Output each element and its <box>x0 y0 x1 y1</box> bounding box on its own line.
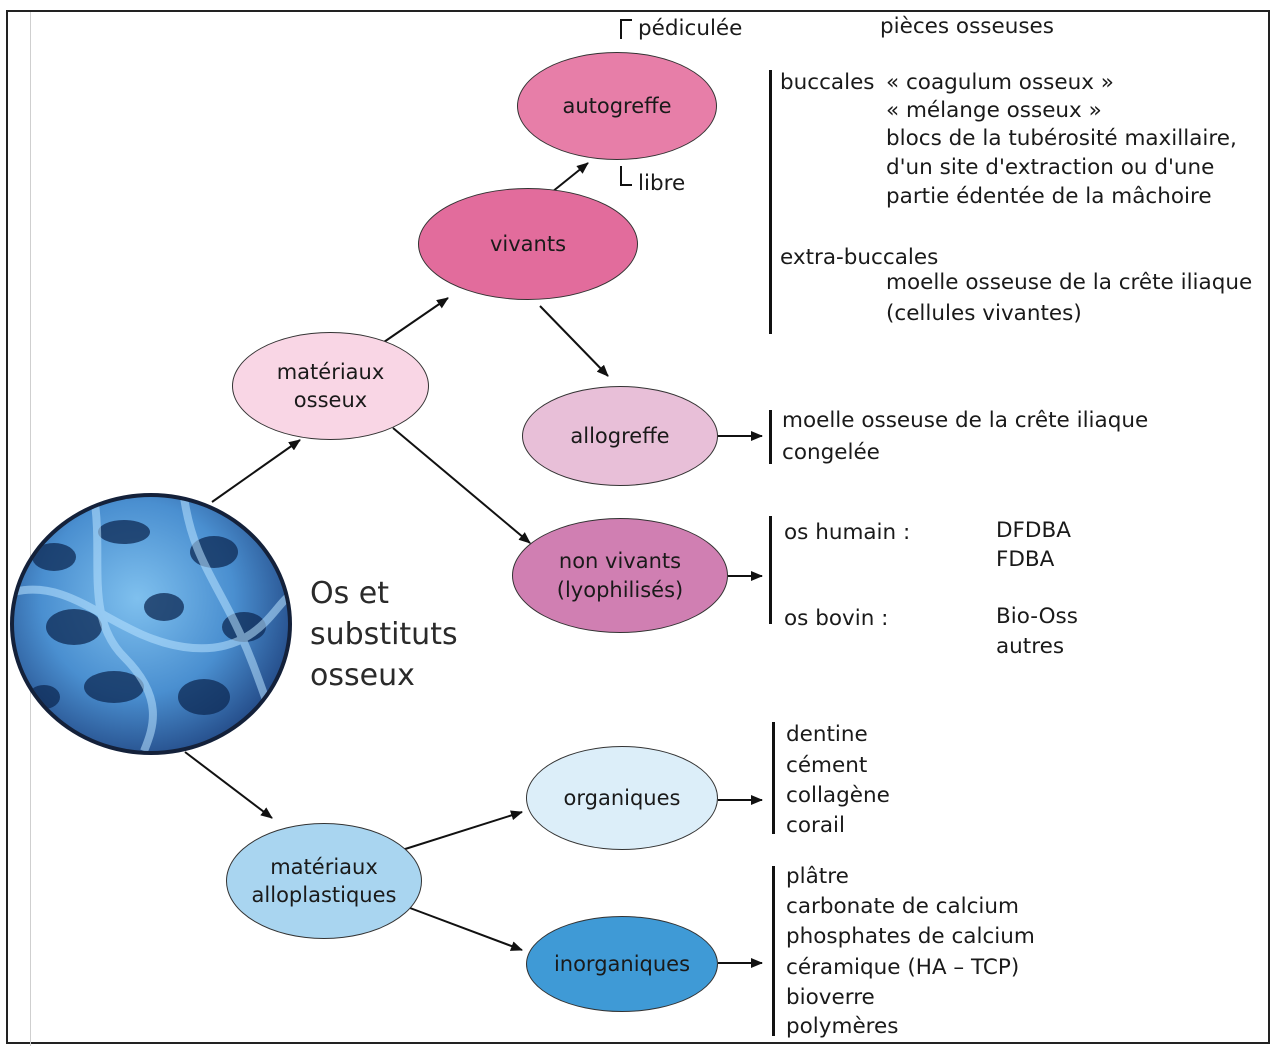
organiques-item-1: dentine <box>786 722 868 747</box>
node-label: organiques <box>563 785 681 810</box>
node-label-line: matériaux <box>276 359 385 384</box>
inorganiques-item-2: carbonate de calcium <box>786 894 1019 919</box>
bone-texture-icon <box>14 497 288 751</box>
bracket-inorganiques <box>772 866 775 1036</box>
node-label-line: (lyophilisés) <box>556 577 684 602</box>
label-pediculee: pédiculée <box>638 16 743 41</box>
label-os-bovin: os bovin : <box>784 606 889 631</box>
buccales-item-1: « coagulum osseux » <box>886 70 1114 95</box>
node-label-line: alloplastiques <box>251 883 397 907</box>
humain-item-1: DFDBA <box>996 518 1071 543</box>
arrow-bubble-to-alloplastiques <box>184 751 273 819</box>
inorganiques-item-6: polymères <box>786 1014 899 1039</box>
node-materiaux-alloplastiques: matériaux alloplastiques <box>226 823 422 939</box>
organiques-item-4: corail <box>786 813 845 838</box>
extra-item-2: (cellules vivantes) <box>886 301 1082 326</box>
bracket-allogreffe <box>769 410 772 464</box>
inorganiques-item-1: plâtre <box>786 864 849 889</box>
title-line-1: Os et <box>310 576 389 611</box>
node-inorganiques: inorganiques <box>526 916 718 1012</box>
node-vivants: vivants <box>418 188 638 300</box>
title-line-2: substituts <box>310 616 458 652</box>
arrow-alloplastiques-to-inorganiques <box>409 907 523 951</box>
buccales-item-5: partie édentée de la mâchoire <box>886 184 1212 209</box>
bracket-non-vivants <box>769 516 772 624</box>
arrow-vivants-to-allogreffe <box>539 305 609 377</box>
label-libre: libre <box>638 171 686 196</box>
header-pieces-osseuses: pièces osseuses <box>880 14 1054 39</box>
organiques-item-3: collagène <box>786 783 890 808</box>
label-buccales: buccales <box>780 70 875 95</box>
node-non-vivants: non vivants (lyophilisés) <box>512 518 728 633</box>
allogreffe-item-1: moelle osseuse de la crête iliaque <box>782 408 1149 433</box>
buccales-item-4: d'un site d'extraction ou d'une <box>886 155 1215 180</box>
node-materiaux-osseux: matériaux osseux <box>232 332 429 440</box>
node-label-line: osseux <box>293 388 368 412</box>
label-extra-buccales: extra-buccales <box>780 245 939 270</box>
buccales-item-3: blocs de la tubérosité maxillaire, <box>886 126 1237 151</box>
node-allogreffe: allogreffe <box>522 386 718 486</box>
arrow-bubble-to-osseux <box>211 439 301 503</box>
label-os-humain: os humain : <box>784 520 911 545</box>
arrow-vivants-to-autogreffe <box>551 162 589 193</box>
bone-micrograph-image <box>10 493 292 755</box>
tick-pediculee: pédiculée <box>620 14 742 44</box>
tick-libre: libre <box>620 166 685 199</box>
node-label: autogreffe <box>562 93 672 118</box>
bovin-item-2: autres <box>996 634 1065 659</box>
organiques-item-2: cément <box>786 753 868 778</box>
node-label: inorganiques <box>553 951 691 976</box>
extra-item-1: moelle osseuse de la crête iliaque <box>886 270 1253 295</box>
arrow-osseux-to-vivants <box>383 297 449 343</box>
arrow-alloplastiques-to-organiques <box>401 810 523 851</box>
bracket-autogreffe <box>769 70 772 334</box>
figure-frame <box>6 10 1270 1044</box>
node-autogreffe: autogreffe <box>517 52 717 160</box>
scan-edge-line <box>30 12 31 1046</box>
arrow-osseux-to-nonvivants <box>392 427 531 544</box>
bracket-organiques <box>772 722 775 834</box>
inorganiques-item-4: céramique (HA – TCP) <box>786 955 1020 980</box>
buccales-item-2: « mélange osseux » <box>886 98 1102 123</box>
node-label-line: matériaux <box>270 854 378 879</box>
diagram-title: Os et substituts osseux <box>310 574 458 696</box>
humain-item-2: FDBA <box>996 547 1055 572</box>
node-label: vivants <box>489 231 567 256</box>
inorganiques-item-5: bioverre <box>786 985 875 1010</box>
node-label: allogreffe <box>570 423 670 448</box>
allogreffe-item-2: congelée <box>782 440 880 465</box>
node-label-line: non vivants <box>558 549 682 574</box>
title-line-3: osseux <box>310 657 415 693</box>
node-organiques: organiques <box>526 746 718 850</box>
bovin-item-1: Bio-Oss <box>996 604 1078 629</box>
inorganiques-item-3: phosphates de calcium <box>786 924 1035 949</box>
